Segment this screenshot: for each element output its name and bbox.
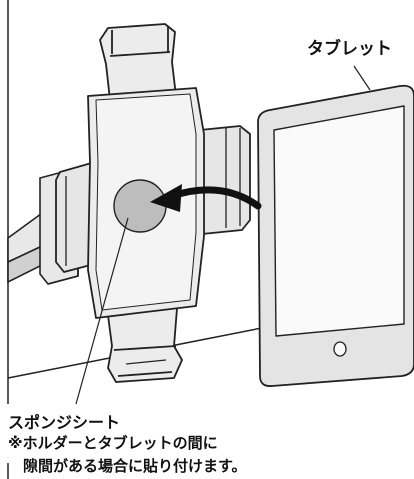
sponge-sheet (113, 179, 167, 233)
sponge-leader-line (75, 217, 129, 405)
note-line-2: 隙間がある場合に貼り付けます。 (23, 457, 247, 475)
sponge-sheet-label: スポンジシート (8, 413, 121, 432)
tablet (257, 84, 414, 387)
tablet-leader-line (353, 65, 371, 91)
tablet-label: タブレット (307, 39, 392, 59)
curved-arrow-icon (150, 184, 262, 212)
note-line-1: ※ホルダーとタブレットの間に (8, 434, 218, 452)
